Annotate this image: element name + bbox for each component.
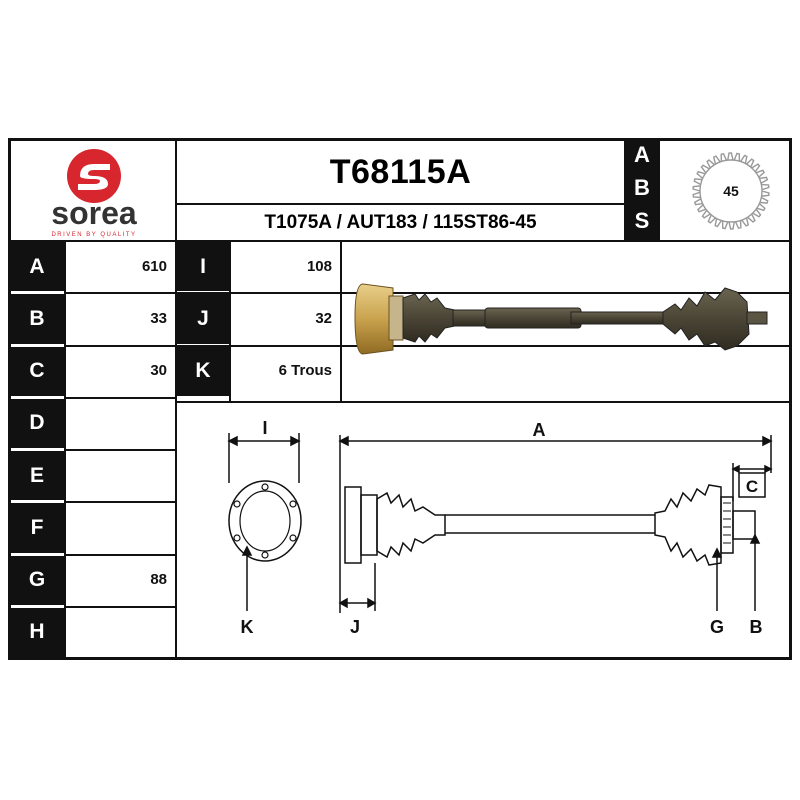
spec-value-k: 6 Trous (278, 362, 332, 380)
spec-label-c: C (10, 346, 64, 396)
brand-logo: sorea DRIVEN BY QUALITY (14, 142, 174, 240)
divider (340, 240, 342, 402)
abs-gear-icon: 45 (692, 152, 770, 230)
label-k: K (241, 617, 254, 637)
divider (64, 240, 66, 658)
abs-letter-b: B (634, 175, 650, 200)
label-j: J (350, 617, 360, 637)
abs-letter-s: S (634, 208, 650, 233)
abs-ring-lines (723, 502, 731, 544)
dimension-drawing: I K A C (227, 418, 773, 637)
spec-label-d: D (10, 398, 64, 448)
abs-ring: 45 (688, 148, 774, 234)
divider (64, 553, 176, 556)
divider (64, 449, 176, 451)
divider (64, 396, 176, 399)
label-g: G (710, 617, 724, 637)
divider (658, 140, 660, 240)
label-i: I (262, 418, 267, 438)
brand-name: sorea (51, 195, 137, 231)
drive-shaft-image (354, 283, 768, 355)
sorea-logo-icon: sorea DRIVEN BY QUALITY (51, 149, 137, 238)
spec-label-k: K (177, 346, 229, 396)
spec-value-c: 30 (150, 362, 167, 380)
spec-value-b: 33 (150, 309, 167, 327)
divider (175, 203, 625, 205)
spec-label-i: I (177, 242, 229, 292)
abs-letter-a: A (634, 142, 650, 167)
divider (624, 140, 626, 240)
label-c: C (746, 477, 758, 496)
divider (64, 292, 790, 295)
divider (64, 344, 790, 347)
divider (64, 501, 176, 504)
spec-label-e: E (10, 451, 64, 501)
spec-value-e (66, 449, 175, 501)
bolt-holes (233, 483, 297, 559)
divider (175, 240, 177, 658)
spec-label-a: A (10, 242, 64, 292)
spec-label-g: G (10, 555, 64, 605)
product-reference: T68115A (329, 153, 472, 191)
spec-value-h (66, 606, 175, 658)
spec-label-j: J (177, 294, 229, 344)
technical-drawing: I K A C (177, 403, 789, 657)
spec-value-d (66, 397, 175, 449)
spec-value-i: 108 (306, 257, 332, 275)
spec-value-f (66, 501, 175, 553)
spec-value-a: 610 (141, 257, 167, 275)
label-a: A (533, 420, 546, 440)
divider (175, 140, 177, 240)
divider (229, 240, 231, 402)
abs-teeth-count: 45 (723, 183, 739, 199)
spec-label-h: H (10, 607, 64, 657)
spec-sheet (8, 138, 792, 660)
brand-tagline: DRIVEN BY QUALITY (51, 232, 136, 238)
drive-shaft-photo (345, 262, 775, 372)
spec-value-g: 88 (150, 571, 167, 589)
divider (10, 240, 790, 242)
spec-label-f: F (10, 503, 64, 553)
cross-references: T1075A / AUT183 / 115ST86-45 (264, 211, 537, 233)
divider (175, 401, 790, 403)
spec-value-j: 32 (315, 309, 332, 327)
divider (64, 605, 176, 608)
abs-column (626, 141, 658, 240)
spec-label-b: B (10, 294, 64, 344)
label-b: B (750, 617, 763, 637)
